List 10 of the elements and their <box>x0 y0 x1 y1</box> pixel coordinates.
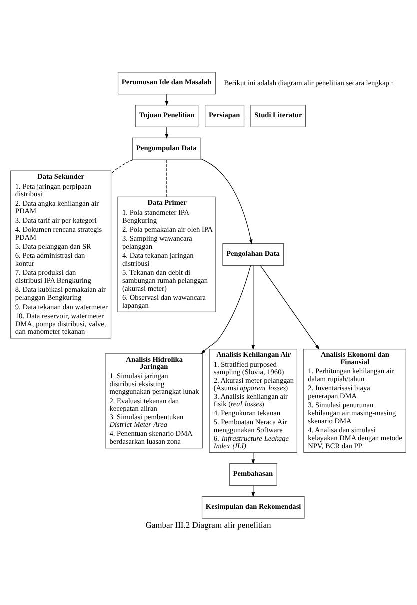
arrow <box>200 158 253 245</box>
arrow <box>201 266 252 354</box>
arrow <box>165 126 169 139</box>
connector <box>166 160 168 198</box>
arrow <box>252 265 256 350</box>
connector <box>244 116 252 117</box>
arrow <box>260 265 320 350</box>
arrow <box>165 94 169 106</box>
caption: Gambar III.2 Diagram alir penelitian <box>146 520 272 530</box>
connector <box>111 160 134 174</box>
